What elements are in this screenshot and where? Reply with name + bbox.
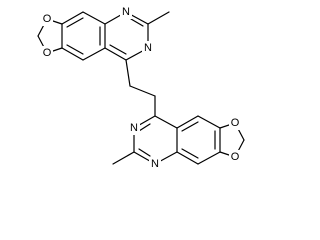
linker-bond (129, 85, 156, 97)
atom-label-o: O (231, 151, 240, 163)
bond (61, 47, 84, 61)
methyl-bond (112, 151, 135, 165)
bond-double-inner (138, 148, 151, 157)
structure-canvas: N N O O N N O O (37, 5, 245, 171)
bond-double-inner (66, 44, 84, 55)
lower-atom-labels: N N O O (128, 116, 241, 171)
bond (197, 151, 221, 165)
atom-label-o: O (43, 13, 52, 25)
atom-label-o: O (43, 47, 52, 59)
atom-label-n: N (122, 6, 130, 18)
bond (197, 115, 221, 129)
atom-label-n: N (151, 158, 159, 170)
bond-double-inner (138, 123, 151, 132)
methyl-bond (147, 11, 170, 25)
bond (176, 151, 199, 165)
bond (176, 115, 199, 129)
bond-double-inner (130, 18, 144, 27)
ethylene-linker (125, 59, 156, 117)
bond (61, 11, 84, 25)
upper-atom-labels: N N O O (41, 5, 154, 60)
bond-double-inner (109, 44, 127, 55)
atom-label-o: O (231, 117, 240, 129)
bond (104, 47, 127, 61)
bond (154, 115, 178, 129)
molecule-drawing: N N O O N N O O (37, 5, 245, 171)
bond (82, 47, 106, 61)
bond-double-inner (66, 17, 84, 28)
bond-double-inner (181, 121, 199, 132)
bond (82, 11, 106, 25)
atom-label-n: N (144, 42, 152, 54)
bond-double-inner (181, 148, 199, 159)
linker-bond (125, 59, 131, 87)
atom-label-n: N (130, 122, 138, 134)
